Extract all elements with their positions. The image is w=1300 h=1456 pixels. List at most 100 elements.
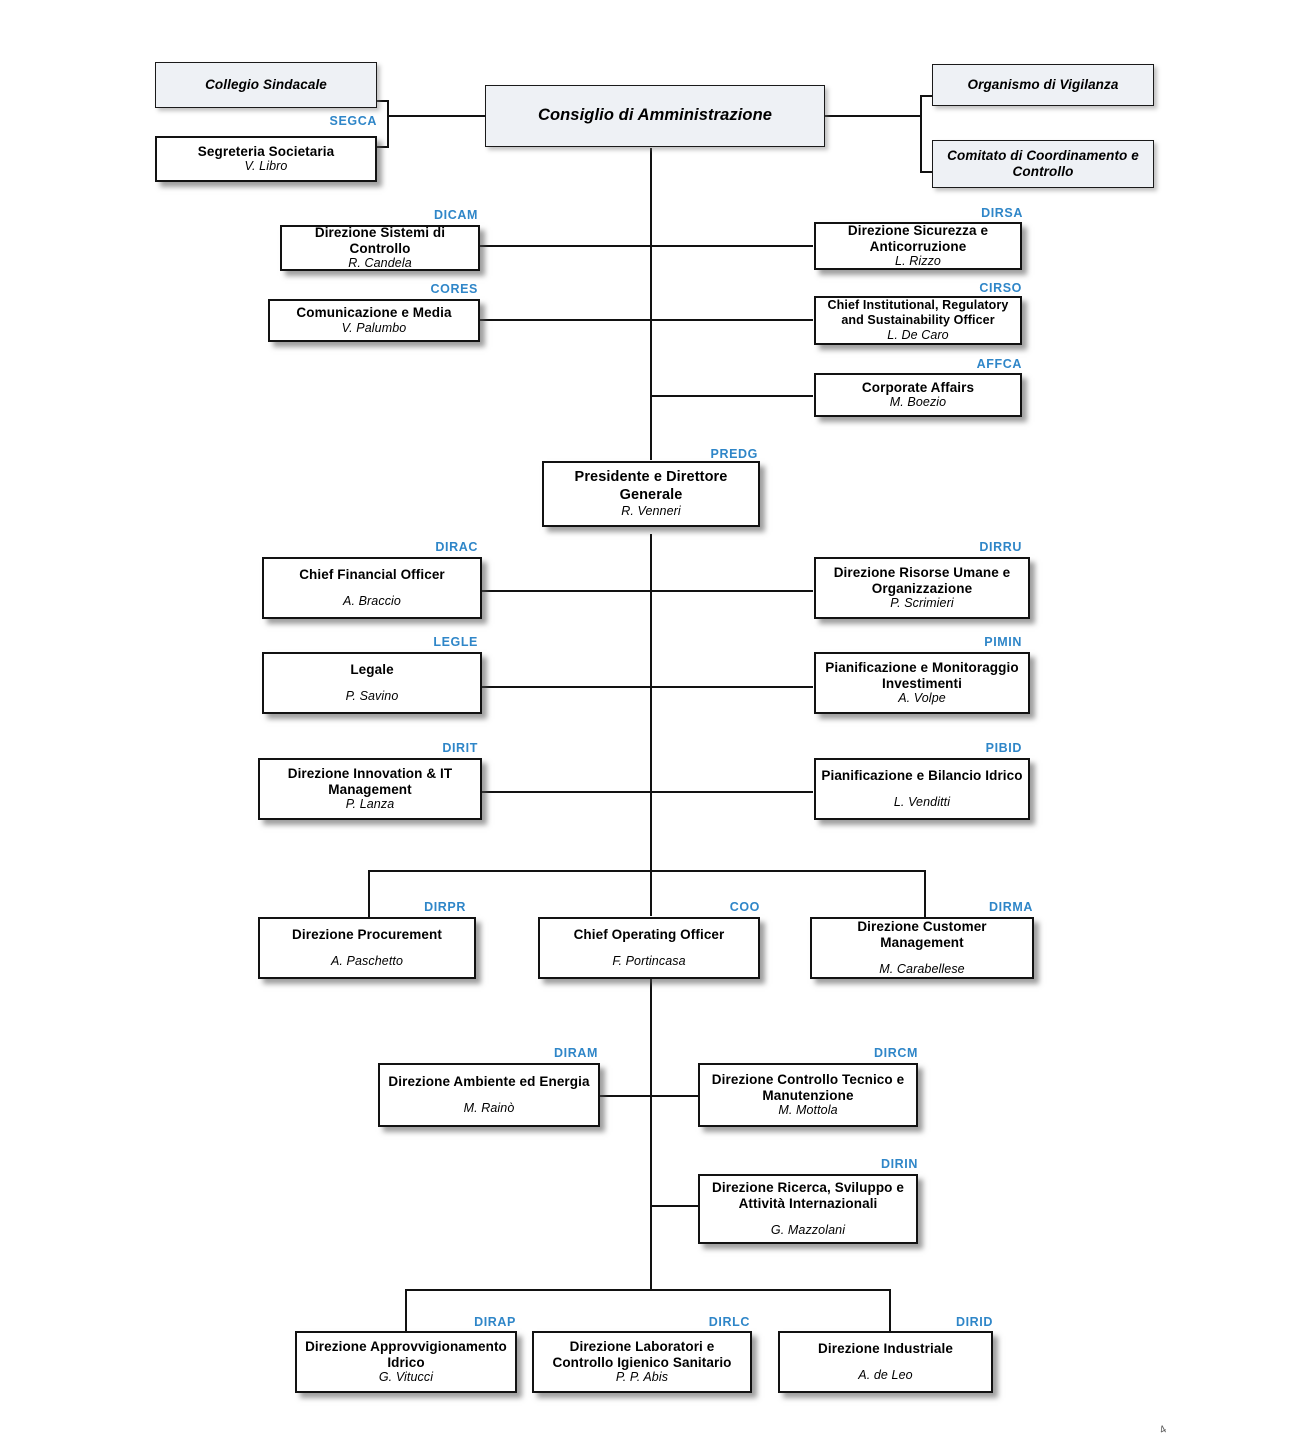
node-corporate-affairs[interactable]: Corporate Affairs M. Boezio bbox=[814, 373, 1022, 417]
node-person: A. Volpe bbox=[898, 691, 946, 706]
node-person: M. Rainò bbox=[463, 1101, 515, 1116]
node-title: Direzione Approvvigionamento Idrico bbox=[305, 1338, 507, 1370]
node-direzione-ricerca-sviluppo[interactable]: Direzione Ricerca, Sviluppo e Attività I… bbox=[698, 1174, 918, 1244]
code-dirlc: DIRLC bbox=[708, 1315, 750, 1329]
connector-row-affca bbox=[650, 395, 813, 397]
code-dirac: DIRAC bbox=[435, 540, 478, 554]
node-pianificazione-bilancio-idrico[interactable]: Pianificazione e Bilancio Idrico L. Vend… bbox=[814, 758, 1030, 820]
connector-left-bracket-vertical bbox=[387, 100, 389, 148]
connector-drop-dirid bbox=[889, 1289, 891, 1331]
node-person: P. Lanza bbox=[345, 797, 395, 812]
node-title: Consiglio di Amministrazione bbox=[537, 106, 773, 125]
code-dirsa: DIRSA bbox=[981, 206, 1023, 220]
node-person: L. De Caro bbox=[887, 327, 949, 342]
connector-collegio-to-bracket bbox=[375, 100, 389, 102]
node-direzione-customer-management[interactable]: Direzione Customer Management M. Carabel… bbox=[810, 917, 1034, 979]
node-legale[interactable]: Legale P. Savino bbox=[262, 652, 482, 714]
code-diram: DIRAM bbox=[554, 1046, 598, 1060]
node-person: A. Braccio bbox=[343, 594, 401, 609]
node-person: V. Palumbo bbox=[341, 320, 407, 335]
node-person: M. Boezio bbox=[889, 395, 947, 410]
connector-row-dirit-pibid bbox=[481, 791, 813, 793]
code-cirso: CIRSO bbox=[979, 281, 1022, 295]
node-title: Collegio Sindacale bbox=[205, 77, 327, 93]
code-dirma: DIRMA bbox=[989, 900, 1033, 914]
connector-row-dirac-dirru bbox=[481, 590, 813, 592]
code-cores: CORES bbox=[430, 282, 478, 296]
code-dirap: DIRAP bbox=[474, 1315, 516, 1329]
node-direzione-controllo-tecnico[interactable]: Direzione Controllo Tecnico e Manutenzio… bbox=[698, 1063, 918, 1127]
node-direzione-risorse-umane[interactable]: Direzione Risorse Umane e Organizzazione… bbox=[814, 557, 1030, 619]
code-dirid: DIRID bbox=[955, 1315, 993, 1329]
node-direzione-approvvigionamento[interactable]: Direzione Approvvigionamento Idrico G. V… bbox=[295, 1331, 517, 1393]
node-chief-operating-officer[interactable]: Chief Operating Officer F. Portincasa bbox=[538, 917, 760, 979]
node-person: F. Portincasa bbox=[612, 954, 686, 969]
node-person: A. de Leo bbox=[858, 1368, 913, 1383]
connector-spine-predg-to-coo bbox=[650, 534, 652, 916]
node-organismo-vigilanza[interactable]: Organismo di Vigilanza bbox=[932, 64, 1154, 106]
connector-drop-dirma bbox=[924, 870, 926, 918]
node-direzione-sistemi-controllo[interactable]: Direzione Sistemi di Controllo R. Candel… bbox=[280, 225, 480, 271]
connector-right-bracket-vertical bbox=[920, 95, 922, 173]
node-person: M. Carabellese bbox=[879, 962, 965, 977]
node-person: P. Scrimieri bbox=[890, 596, 954, 611]
code-dircm: DIRCM bbox=[874, 1046, 918, 1060]
connector-row-cores-cirso bbox=[479, 319, 813, 321]
node-pianificazione-monitoraggio[interactable]: Pianificazione e Monitoraggio Investimen… bbox=[814, 652, 1030, 714]
node-title: Segreteria Societaria bbox=[197, 143, 335, 159]
node-collegio-sindacale[interactable]: Collegio Sindacale bbox=[155, 62, 377, 108]
connector-bracket-to-organismo bbox=[920, 95, 934, 97]
node-person: R. Candela bbox=[348, 256, 412, 271]
connector-drop-dirap bbox=[405, 1289, 407, 1331]
node-comitato-coordinamento[interactable]: Comitato di Coordinamento e Controllo bbox=[932, 140, 1154, 188]
node-consiglio-amministrazione[interactable]: Consiglio di Amministrazione bbox=[485, 85, 825, 147]
node-chief-institutional[interactable]: Chief Institutional, Regulatory and Sust… bbox=[814, 296, 1022, 345]
code-predg: PREDG bbox=[710, 447, 758, 461]
code-dicam: DICAM bbox=[434, 208, 478, 222]
node-direzione-procurement[interactable]: Direzione Procurement A. Paschetto bbox=[258, 917, 476, 979]
node-direzione-ambiente-energia[interactable]: Direzione Ambiente ed Energia M. Rainò bbox=[378, 1063, 600, 1127]
node-person: L. Venditti bbox=[893, 795, 951, 810]
connector-row-dirin bbox=[650, 1205, 698, 1207]
code-affca: AFFCA bbox=[976, 357, 1022, 371]
node-title: Direzione Customer Management bbox=[857, 918, 987, 950]
code-dirru: DIRRU bbox=[979, 540, 1022, 554]
connector-row-dicam-dirsa bbox=[479, 245, 813, 247]
node-person: A. Paschetto bbox=[330, 954, 404, 969]
node-presidente-direttore-generale[interactable]: Presidente e Direttore Generale R. Venne… bbox=[542, 461, 760, 527]
connector-spine-cda-to-predg bbox=[650, 148, 652, 460]
node-title: Presidente e Direttore Generale bbox=[574, 469, 728, 503]
node-title: Legale bbox=[350, 661, 394, 677]
node-segreteria-societaria[interactable]: Segreteria Societaria V. Libro bbox=[155, 136, 377, 182]
connector-spine-coo-to-bottom bbox=[650, 979, 652, 1289]
node-person: R. Venneri bbox=[621, 503, 681, 518]
node-title: Comunicazione e Media bbox=[296, 305, 452, 321]
node-title: Direzione Sicurezza e Anticorruzione bbox=[847, 222, 989, 254]
code-segca: SEGCA bbox=[329, 114, 377, 128]
node-direzione-laboratori[interactable]: Direzione Laboratori e Controllo Igienic… bbox=[532, 1331, 752, 1393]
node-title: Direzione Controllo Tecnico e Manutenzio… bbox=[711, 1071, 905, 1103]
node-title: Direzione Ambiente ed Energia bbox=[388, 1073, 590, 1089]
node-title: Chief Operating Officer bbox=[573, 926, 725, 942]
node-direzione-innovation-it[interactable]: Direzione Innovation & IT Management P. … bbox=[258, 758, 482, 820]
code-pibid: PIBID bbox=[985, 741, 1022, 755]
node-title: Direzione Sistemi di Controllo bbox=[314, 224, 446, 256]
connector-segreteria-to-bracket bbox=[375, 146, 389, 148]
node-person: L. Rizzo bbox=[895, 254, 941, 269]
node-direzione-industriale[interactable]: Direzione Industriale A. de Leo bbox=[778, 1331, 993, 1393]
connector-bracket-to-cda-left bbox=[387, 115, 487, 117]
code-dirit: DIRIT bbox=[442, 741, 478, 755]
node-comunicazione-media[interactable]: Comunicazione e Media V. Palumbo bbox=[268, 299, 480, 342]
connector-split-bar-bottom bbox=[405, 1289, 891, 1291]
code-legle: LEGLE bbox=[433, 635, 478, 649]
node-direzione-sicurezza[interactable]: Direzione Sicurezza e Anticorruzione L. … bbox=[814, 222, 1022, 270]
node-title: Direzione Laboratori e Controllo Igienic… bbox=[552, 1338, 732, 1370]
node-title: Direzione Risorse Umane e Organizzazione bbox=[833, 564, 1011, 596]
node-title: Chief Financial Officer bbox=[299, 566, 445, 582]
node-title: Comitato di Coordinamento e Controllo bbox=[947, 148, 1139, 179]
page-number-mark: 4 bbox=[1157, 1423, 1169, 1437]
node-title: Direzione Industriale bbox=[818, 1340, 953, 1356]
node-chief-financial-officer[interactable]: Chief Financial Officer A. Braccio bbox=[262, 557, 482, 619]
connector-drop-dirpr bbox=[368, 870, 370, 918]
